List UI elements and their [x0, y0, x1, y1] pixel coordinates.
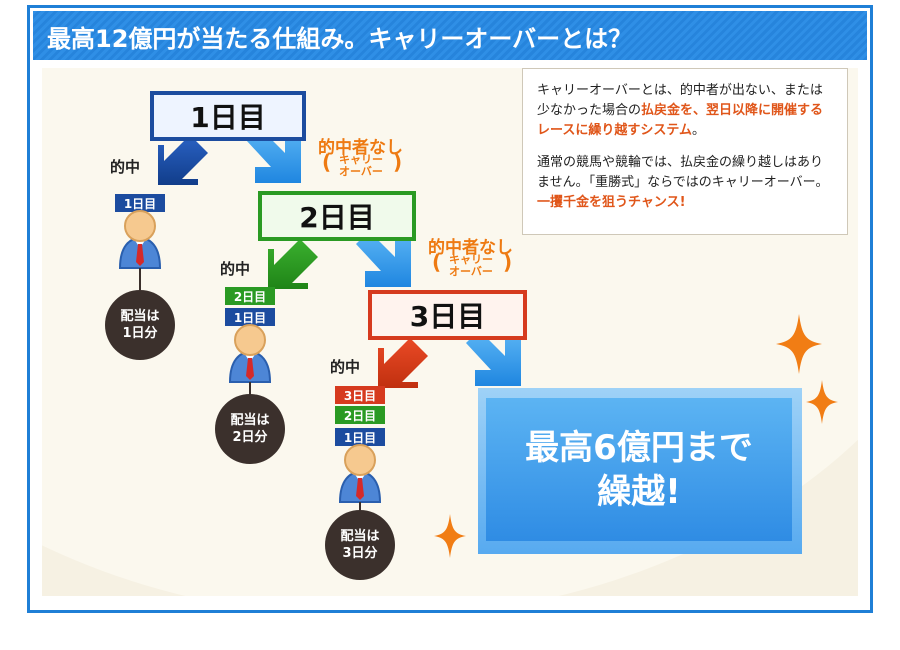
explanation-note: キャリーオーバーとは、的中者が出ない、または少なかった場合の払戻金を、翌日以降に…: [522, 68, 848, 235]
carry-over-note-2: キャリー オーバー: [446, 254, 496, 278]
page-title: 最高12億円が当たる仕組み。キャリーオーバーとは？: [47, 25, 633, 53]
day2-box: 2日目: [258, 191, 416, 241]
tag-day2: 2日目: [335, 406, 385, 424]
winner-person-icon: [228, 324, 272, 383]
sparkle-icon: [776, 314, 822, 374]
payout-connector: [249, 382, 251, 396]
hit-label-1: 的中: [110, 158, 141, 176]
no-hit-label-2: 的中者なし: [428, 238, 513, 258]
day3-box: 3日目: [368, 290, 527, 340]
note-text: キャリーオーバーとは、的中者が出ない、または少なかった場合の: [537, 83, 823, 118]
payout-line2: 2日分: [232, 430, 268, 445]
note-text: 。: [691, 123, 705, 138]
no-hit-label-1: 的中者なし: [318, 138, 403, 158]
note-paragraph-1: キャリーオーバーとは、的中者が出ない、または少なかった場合の払戻金を、翌日以降に…: [537, 81, 833, 141]
carry-line2: オーバー: [339, 165, 383, 178]
paren-close-2: ): [503, 250, 513, 274]
note-text: 通常の競馬や競輪では、払戻金の繰り越しはありません。「重勝式」ならではのキャリー…: [537, 155, 829, 190]
carry-over-text: 最高6億円まで 繰越!: [486, 398, 792, 541]
day1-box: 1日目: [150, 91, 306, 141]
hit-label-3: 的中: [330, 358, 361, 376]
carry-over-note-1: キャリー オーバー: [336, 154, 386, 178]
tag-day2: 2日目: [225, 287, 275, 305]
sparkle-icon: [806, 380, 838, 424]
tag-day3: 3日目: [335, 386, 385, 404]
payout-badge-2: 配当は 2日分: [215, 394, 285, 464]
payout-line2: 1日分: [122, 326, 158, 341]
payout-connector: [359, 502, 361, 514]
tag-day1: 1日目: [225, 308, 275, 326]
payout-badge-3: 配当は 3日分: [325, 510, 395, 580]
paren-close-1: ): [393, 150, 403, 174]
arrow-day1-carry: [246, 127, 301, 183]
carry-line1: キャリー: [339, 153, 383, 166]
sparkle-icon: [434, 514, 466, 558]
carry-over-line2: 繰越!: [597, 471, 681, 512]
payout-line1: 配当は: [340, 529, 380, 544]
day3-label: 3日目: [409, 300, 486, 333]
paren-open-1: (: [322, 150, 332, 174]
day2-label: 2日目: [299, 201, 375, 234]
day1-label: 1日目: [190, 101, 266, 134]
winner-person-icon: [338, 444, 382, 503]
arrow-day2-carry: [356, 231, 411, 287]
title-bar: 最高12億円が当たる仕組み。キャリーオーバーとは？: [33, 11, 867, 60]
hit-label-2: 的中: [220, 260, 251, 278]
paren-open-2: (: [432, 250, 442, 274]
arrow-day2-hit: [268, 239, 318, 289]
note-paragraph-2: 通常の競馬や競輪では、払戻金の繰り越しはありません。「重勝式」ならではのキャリー…: [537, 153, 833, 213]
carry-over-line1: 最高6億円まで: [525, 427, 753, 468]
arrow-day1-hit: [158, 135, 208, 185]
carry-line1: キャリー: [449, 253, 493, 266]
carry-over-box: 最高6億円まで 繰越!: [478, 388, 802, 554]
winner-person-icon: [118, 210, 162, 269]
payout-line1: 配当は: [120, 309, 160, 324]
arrow-day3-carry: [466, 330, 521, 386]
payout-connector: [139, 268, 141, 290]
payout-line1: 配当は: [230, 413, 270, 428]
note-highlight: 一攫千金を狙うチャンス!: [537, 195, 686, 210]
carry-line2: オーバー: [449, 265, 493, 278]
tag-day1: 1日目: [335, 428, 385, 446]
payout-line2: 3日分: [342, 546, 378, 561]
note-highlight: 払戻金を、翌日以降に開催するレースに繰り越すシステム: [537, 103, 824, 138]
payout-badge-1: 配当は 1日分: [105, 290, 175, 360]
arrow-day3-hit: [378, 338, 428, 388]
tag-day1: 1日目: [115, 194, 165, 212]
